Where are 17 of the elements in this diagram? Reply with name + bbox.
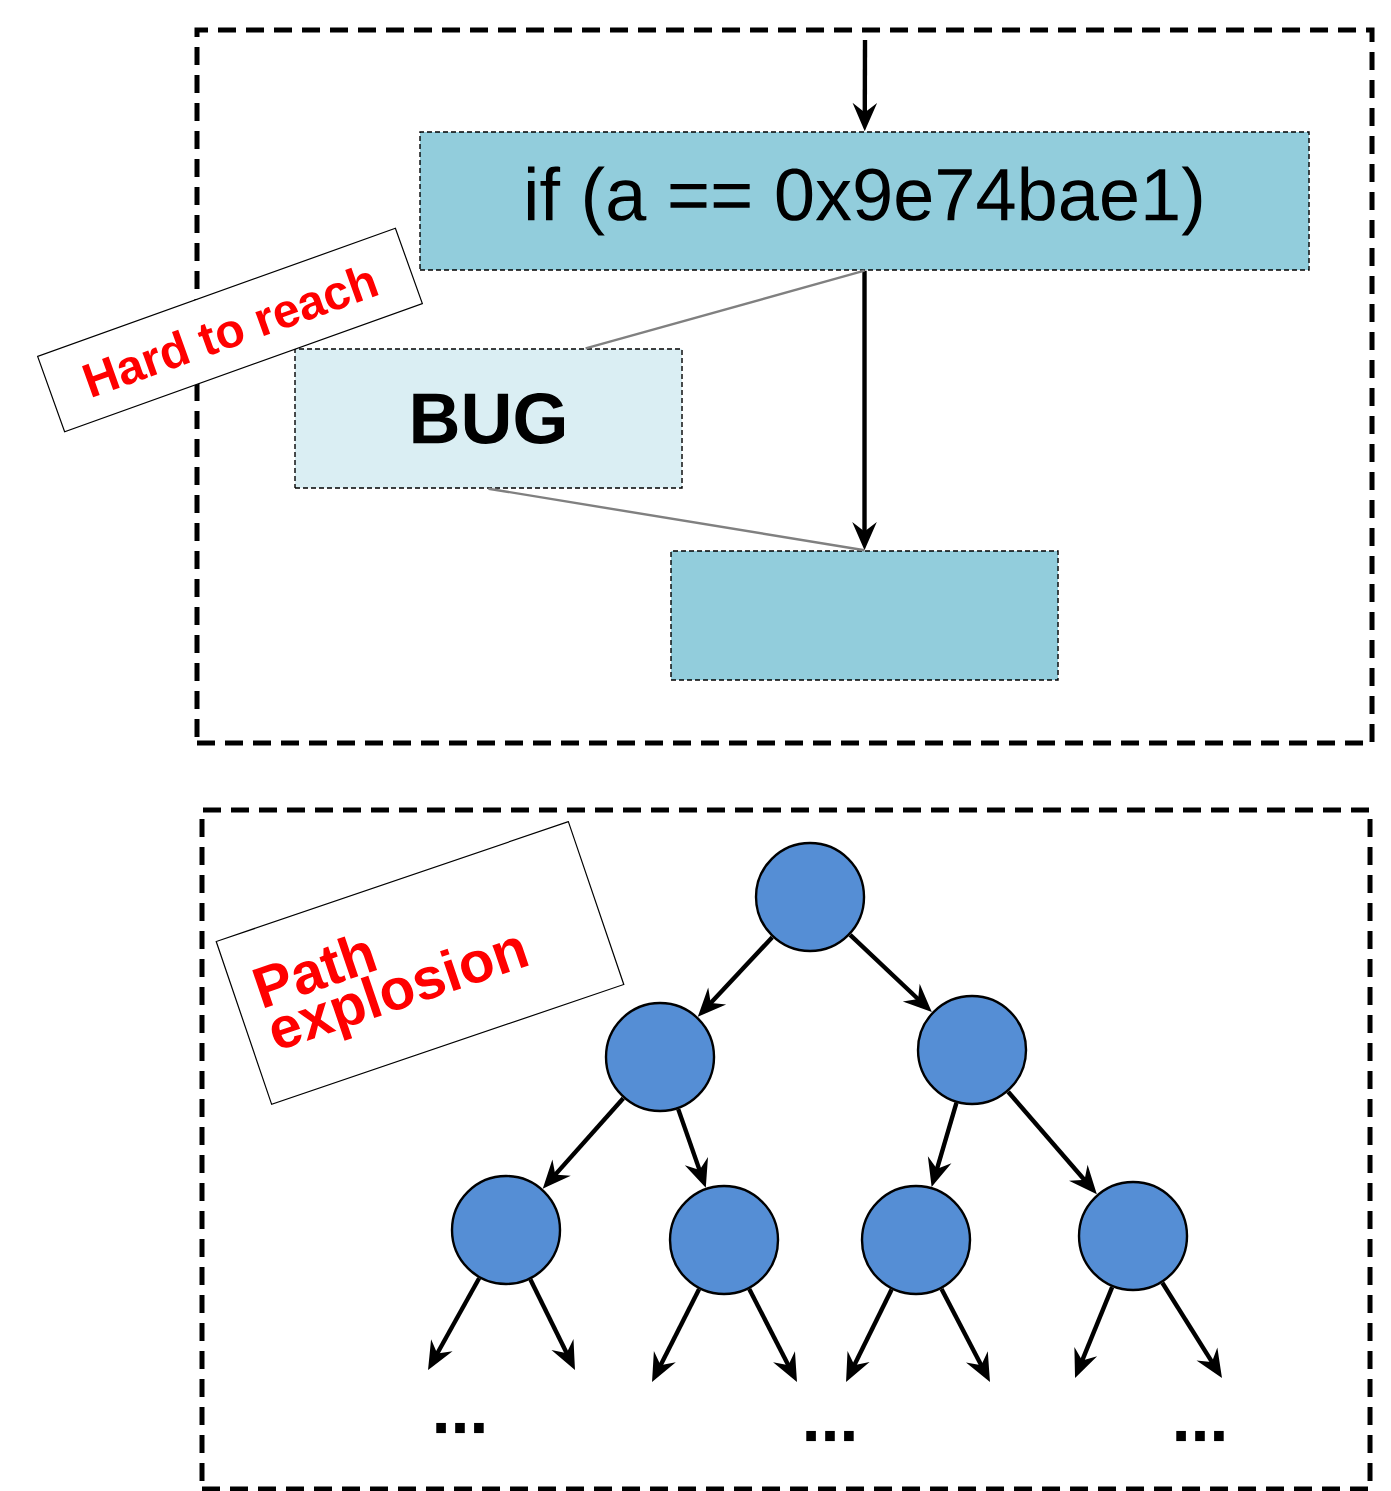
bug-box: BUG bbox=[294, 348, 683, 489]
tree-node-circle bbox=[450, 1174, 562, 1286]
connector-line bbox=[488, 487, 865, 552]
tree-node-circle bbox=[604, 1001, 716, 1113]
code-block-box bbox=[670, 550, 1059, 681]
tree-node-circle bbox=[668, 1184, 780, 1296]
tree-node-circle bbox=[860, 1184, 972, 1296]
dashed-frame bbox=[194, 27, 1375, 746]
tree-node-circle bbox=[754, 841, 866, 953]
ellipsis: ... bbox=[436, 1422, 484, 1434]
tree-node-circle bbox=[916, 994, 1028, 1106]
ellipsis: ... bbox=[1176, 1430, 1224, 1442]
ellipsis: ... bbox=[806, 1430, 854, 1442]
tree-node-circle bbox=[1077, 1180, 1189, 1292]
connector-line bbox=[585, 269, 865, 350]
condition-box: if (a == 0x9e74bae1) bbox=[419, 131, 1310, 271]
dashed-frame bbox=[199, 807, 1373, 1491]
